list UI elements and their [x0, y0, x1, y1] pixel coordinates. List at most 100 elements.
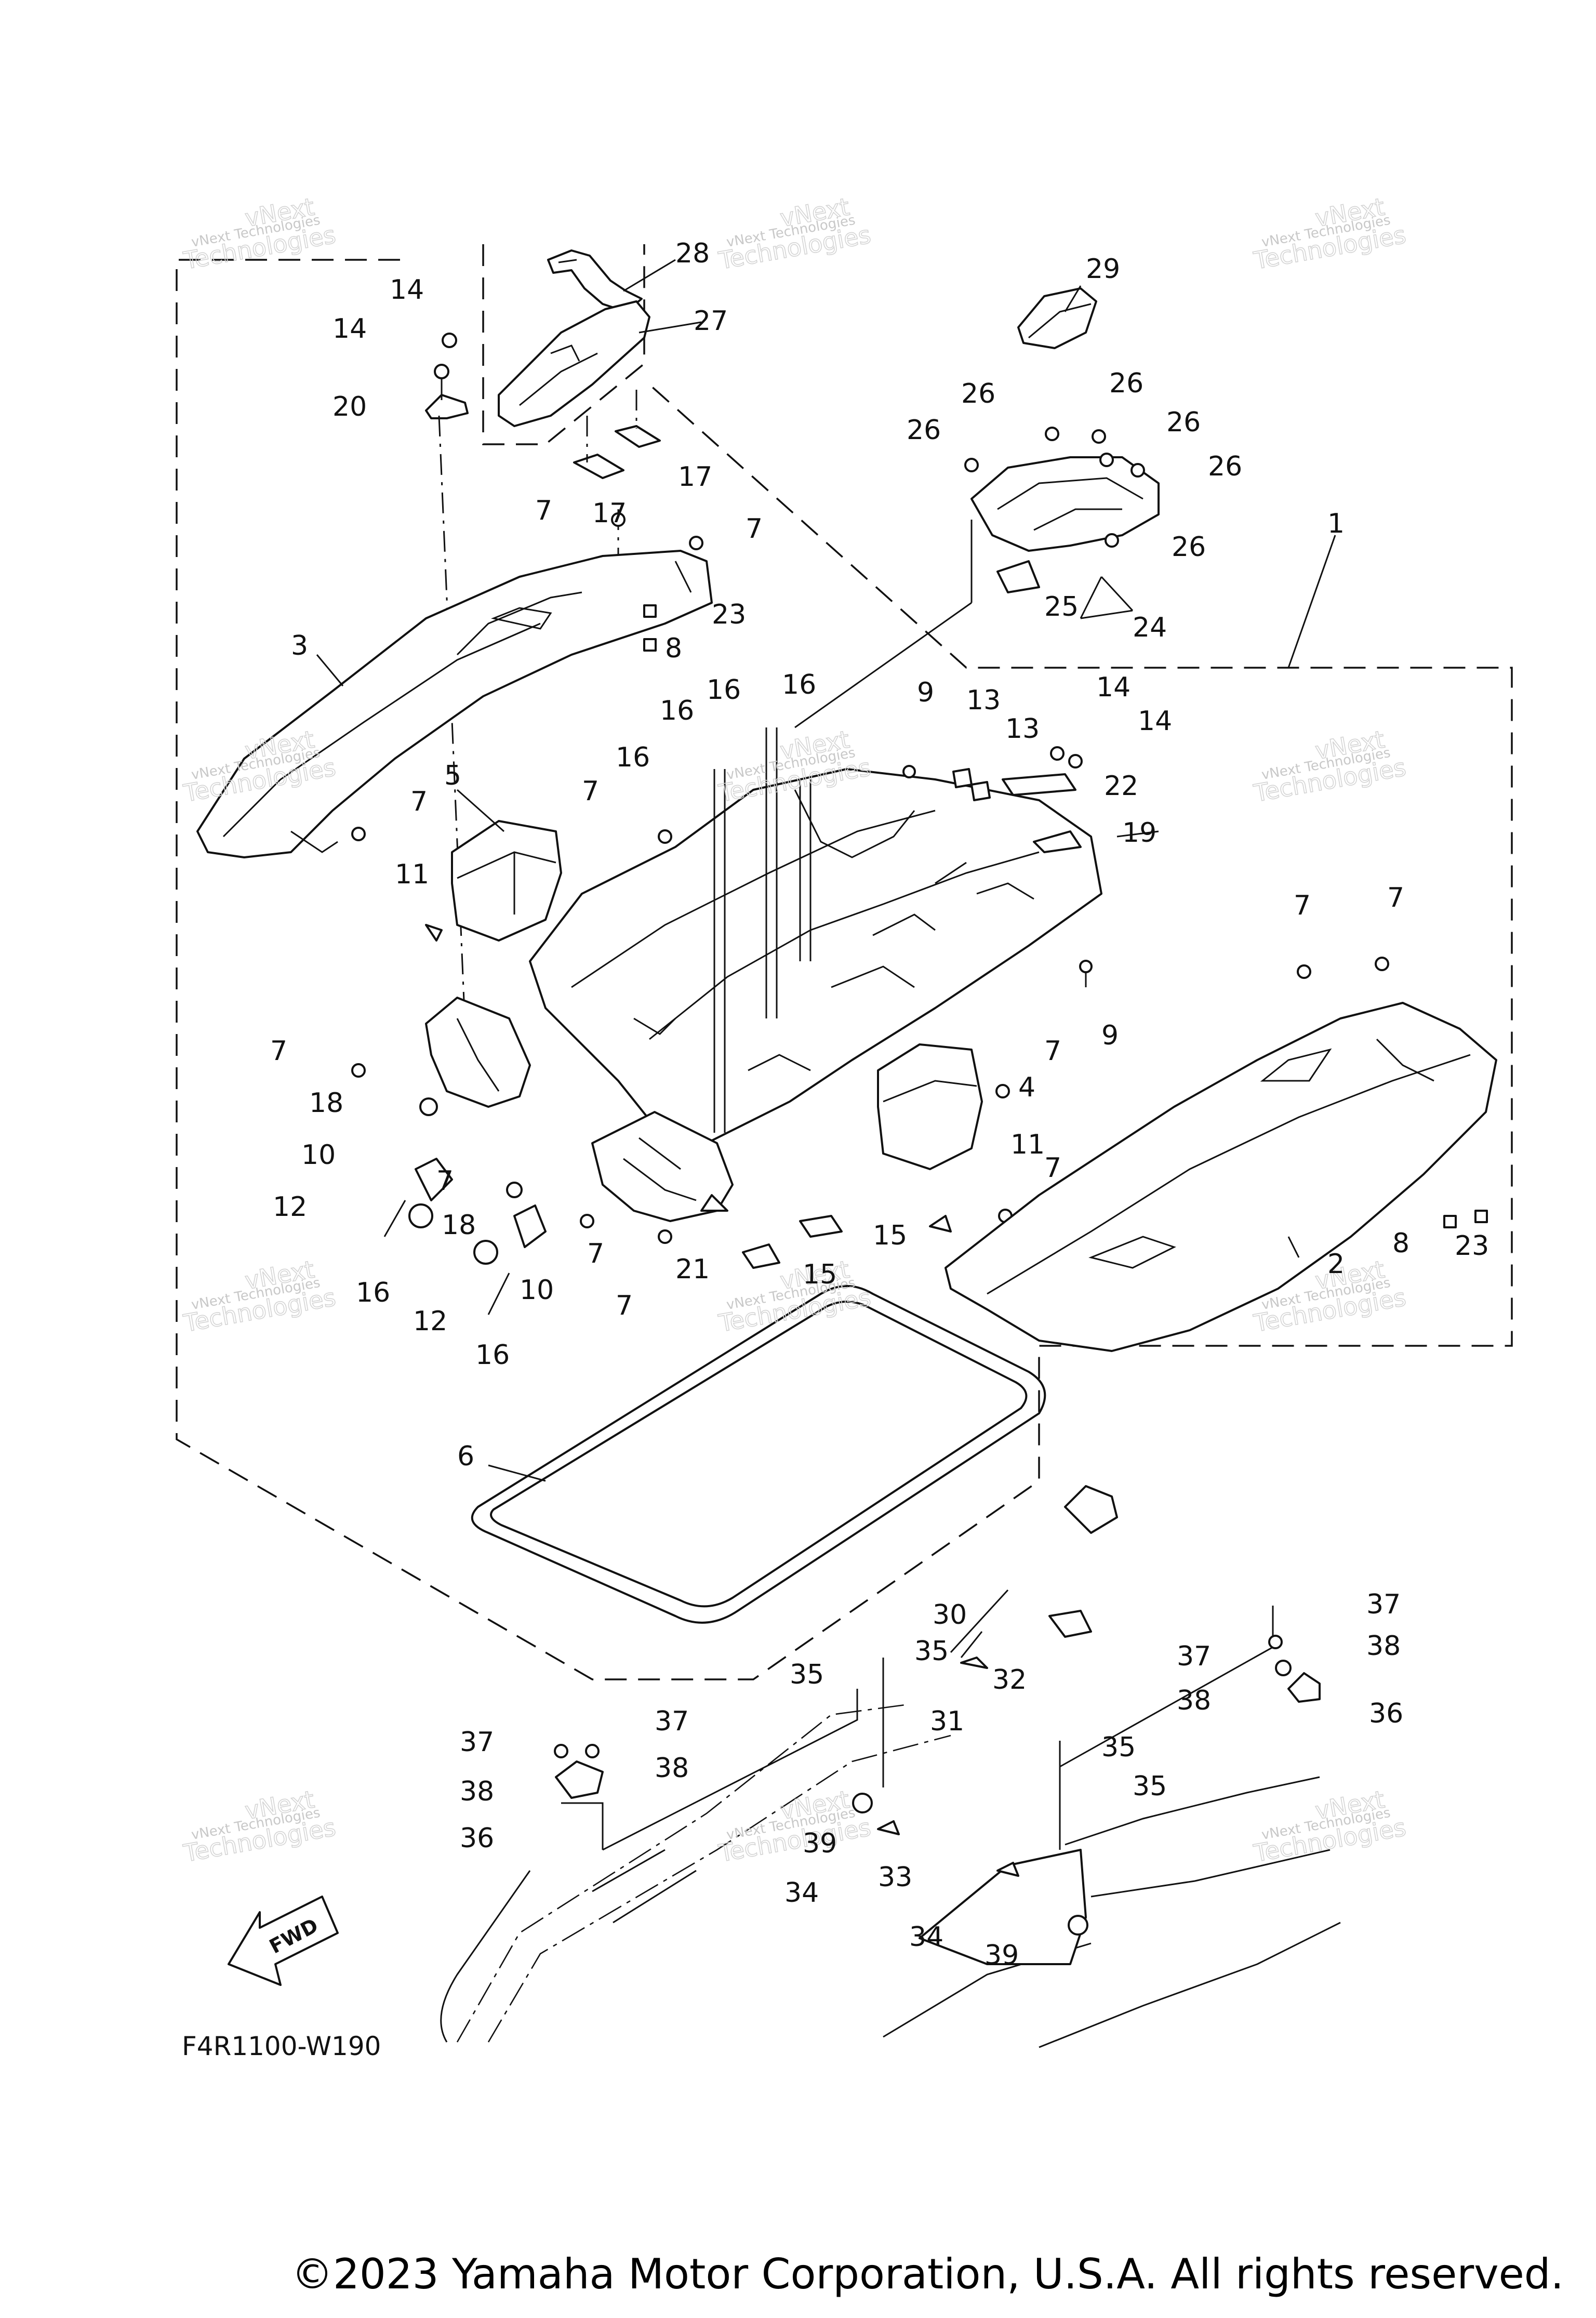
callout-39: 39: [985, 1940, 1019, 1971]
callout-36: 36: [1369, 1698, 1403, 1729]
callout-37: 37: [1366, 1589, 1401, 1620]
part-29-cap: [1017, 287, 1097, 349]
callout-39: 39: [803, 1828, 837, 1859]
callout-14: 14: [390, 274, 424, 306]
callout-18: 18: [442, 1210, 476, 1241]
callout-30: 30: [933, 1599, 967, 1631]
callout-21: 21: [675, 1254, 710, 1285]
callout-17: 17: [678, 461, 712, 493]
callout-25: 25: [1044, 591, 1079, 622]
lower-hardware: [554, 1485, 1321, 1936]
callout-26: 26: [1166, 407, 1201, 438]
callout-16: 16: [616, 742, 650, 773]
lower-left-hardware: [408, 924, 952, 1269]
main-deck-liner: [529, 768, 1102, 1144]
callout-35: 35: [914, 1636, 949, 1667]
callout-34: 34: [784, 1877, 819, 1909]
callout-9: 9: [917, 677, 934, 708]
callout-7: 7: [582, 776, 599, 807]
callout-7: 7: [616, 1290, 633, 1321]
part-16-rods: [383, 727, 812, 1315]
callout-16: 16: [782, 669, 816, 700]
callout-35: 35: [1101, 1732, 1136, 1763]
callout-7: 7: [1294, 890, 1311, 921]
callout-4: 4: [1018, 1072, 1035, 1103]
callout-7: 7: [270, 1036, 287, 1067]
copyright-text: ©2023 Yamaha Motor Corporation, U.S.A. A…: [291, 2250, 1564, 2298]
callout-7: 7: [1044, 1036, 1061, 1067]
part-17-clips: [573, 390, 661, 572]
callout-16: 16: [475, 1340, 510, 1371]
callout-23: 23: [712, 599, 746, 630]
callout-18: 18: [309, 1088, 343, 1119]
callout-14: 14: [332, 313, 367, 345]
callout-36: 36: [460, 1823, 494, 1854]
callout-7: 7: [535, 495, 552, 526]
callout-29: 29: [1086, 254, 1120, 285]
callout-13: 13: [966, 685, 1001, 716]
callout-16: 16: [660, 695, 694, 726]
callout-7: 7: [436, 1165, 454, 1197]
callout-35: 35: [1133, 1771, 1167, 1802]
callout-13: 13: [1005, 713, 1040, 745]
callout-38: 38: [655, 1753, 689, 1784]
part-27-seat-cushion: [498, 300, 650, 427]
callout-26: 26: [1208, 451, 1242, 482]
callout-6: 6: [457, 1441, 474, 1472]
part-26-screws: [794, 427, 1145, 728]
part-24-cover: [970, 456, 1160, 552]
callout-20: 20: [332, 391, 367, 422]
callout-26: 26: [907, 415, 941, 446]
part-2-side-cover-right: [945, 1002, 1497, 1352]
callout-5: 5: [444, 760, 461, 791]
fwd-arrow-icon: FWD: [228, 1896, 339, 1986]
callout-27: 27: [694, 306, 728, 337]
callout-32: 32: [992, 1664, 1027, 1696]
part-4-box: [877, 1043, 983, 1170]
seat-group-boundary: [482, 244, 645, 445]
callout-8: 8: [665, 633, 682, 664]
callout-11: 11: [1010, 1129, 1045, 1160]
callout-15: 15: [803, 1259, 837, 1290]
callout-17: 17: [592, 498, 627, 529]
callout-37: 37: [460, 1727, 494, 1758]
upper-right-hardware: [902, 746, 1093, 987]
callout-12: 12: [273, 1191, 307, 1223]
callout-16: 16: [356, 1277, 390, 1308]
callout-26: 26: [961, 378, 995, 409]
callout-7: 7: [746, 513, 763, 545]
callout-28: 28: [675, 238, 710, 269]
callout-24: 24: [1133, 612, 1167, 643]
callout-3: 3: [291, 630, 308, 661]
callout-26: 26: [1172, 532, 1206, 563]
callout-11: 11: [395, 859, 429, 890]
copyright-footer: ©2023 Yamaha Motor Corporation, U.S.A. A…: [0, 2250, 1596, 2298]
callout-7: 7: [410, 786, 428, 817]
callout-14: 14: [1138, 706, 1172, 737]
callout-35: 35: [790, 1659, 824, 1690]
callout-7: 7: [587, 1238, 604, 1269]
callout-19: 19: [1122, 817, 1156, 849]
callout-16: 16: [707, 674, 741, 706]
callout-1: 1: [1327, 508, 1345, 539]
outer-assembly-boundary: [176, 259, 1513, 1680]
callout-31: 31: [930, 1706, 964, 1737]
callout-23: 23: [1455, 1230, 1489, 1262]
callout-34: 34: [909, 1922, 943, 1953]
callout-7: 7: [1044, 1153, 1061, 1184]
callout-38: 38: [460, 1776, 494, 1807]
part-3-side-cover-left: [196, 550, 713, 858]
callout-15: 15: [873, 1220, 907, 1251]
callout-38: 38: [1366, 1631, 1401, 1662]
part-5-box: [451, 820, 562, 942]
part-6-seal: [471, 1285, 1046, 1624]
callout-38: 38: [1177, 1685, 1211, 1716]
callout-10: 10: [301, 1140, 336, 1171]
callout-2: 2: [1327, 1249, 1345, 1280]
callout-7: 7: [1387, 882, 1404, 913]
callout-9: 9: [1101, 1020, 1119, 1051]
callout-37: 37: [1177, 1641, 1211, 1672]
part-7-bolts: [351, 512, 1488, 1244]
